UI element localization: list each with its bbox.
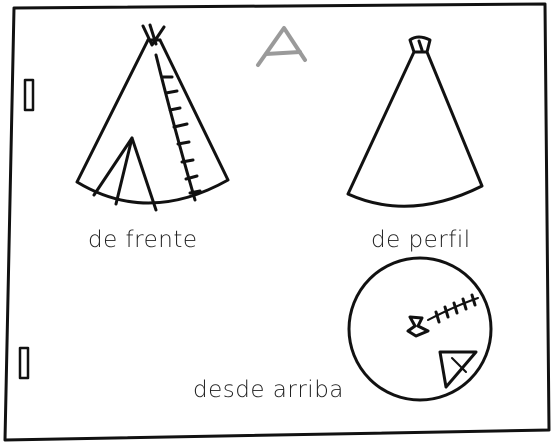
tipi-front-view [75,23,230,212]
binder-tab-top [23,78,35,112]
binder-tab-bottom [18,346,30,380]
tipi-side-view [346,35,484,208]
label-top-view: desde arriba [193,377,344,403]
label-front-view: de frente [88,227,198,253]
marker-letter-a [256,26,307,67]
tipi-top-view [347,256,493,402]
label-side-view: de perfil [371,227,471,253]
sheet-border [3,2,551,442]
